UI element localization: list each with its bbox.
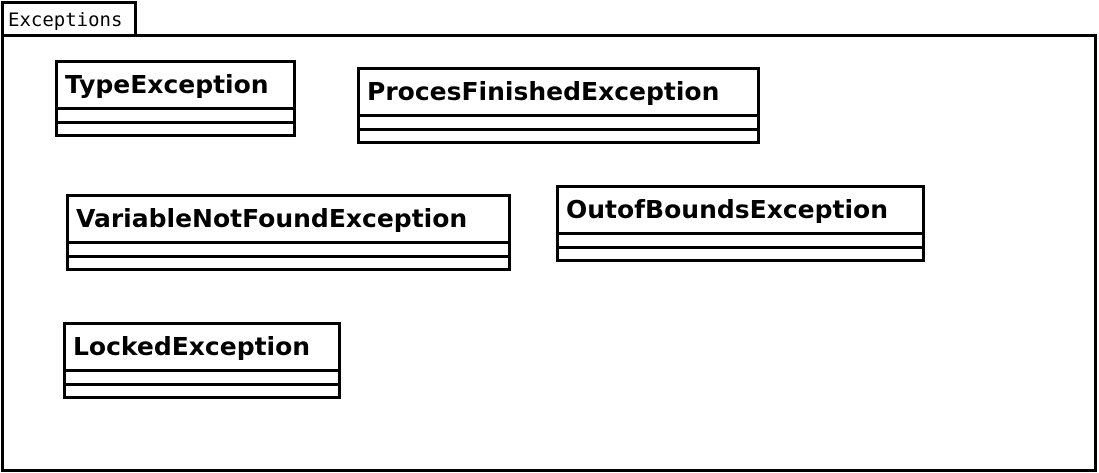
class-box-type-exception[interactable]: TypeException [55,60,296,137]
operations-compartment [58,121,293,134]
attributes-compartment [66,369,338,383]
attributes-compartment [69,241,508,255]
attributes-compartment [360,114,757,128]
class-box-proces-finished-exception[interactable]: ProcesFinishedException [357,67,760,144]
attributes-compartment [559,232,922,246]
operations-compartment [360,128,757,141]
package-tab: Exceptions [1,1,137,34]
class-name: TypeException [65,70,269,99]
class-name: ProcesFinishedException [367,77,720,106]
class-box-variable-not-found-exception[interactable]: VariableNotFoundException [66,194,511,271]
class-box-outof-bounds-exception[interactable]: OutofBoundsException [556,185,925,262]
class-name: LockedException [73,332,311,361]
operations-compartment [66,383,338,396]
class-name: OutofBoundsException [566,195,889,224]
class-name: VariableNotFoundException [76,204,468,233]
package-name: Exceptions [8,9,123,31]
operations-compartment [559,246,922,259]
attributes-compartment [58,107,293,121]
operations-compartment [69,255,508,268]
class-box-locked-exception[interactable]: LockedException [63,322,341,399]
